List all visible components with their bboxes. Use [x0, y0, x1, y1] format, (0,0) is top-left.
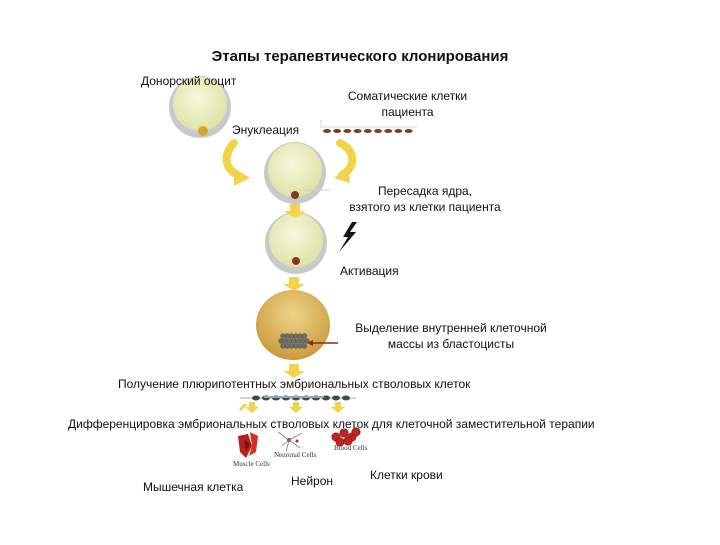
- enucleation-label: Энуклеация: [232, 123, 300, 137]
- stem-cell-dot: [252, 395, 260, 401]
- icm-isolation-label-line2: массы из бластоцисты: [387, 337, 515, 351]
- inner-cell-mass: [278, 333, 310, 349]
- icm-cell: [301, 343, 308, 349]
- stem-cells-row: [240, 395, 356, 401]
- icm-cell: [284, 333, 290, 339]
- differentiation-label: Дифференцировка эмбриональных стволовых …: [68, 417, 595, 431]
- somatic-cell-dot: [404, 129, 413, 133]
- donor-oocyte: [169, 76, 231, 138]
- blood-cell: [339, 428, 349, 438]
- diff-arrow-stem: [335, 402, 341, 407]
- curved-arrow-left: [222, 139, 250, 186]
- blood-cells-label: Клетки крови: [370, 468, 443, 482]
- somatic-cell-dot: [374, 129, 382, 133]
- icm-cell: [287, 338, 293, 344]
- blood-cells-image: [331, 427, 361, 447]
- nuclear-transfer-label-line2: взятого из клетки пациента: [349, 200, 501, 214]
- diff-arrow-side: [238, 402, 248, 412]
- icm-cell: [278, 338, 284, 344]
- diff-arrow-stem: [249, 402, 255, 407]
- somatic-cell-dot: [363, 129, 372, 133]
- icm-cell: [291, 338, 297, 344]
- icm-cell: [293, 333, 299, 339]
- icm-cell: [289, 333, 295, 339]
- icm-cell: [297, 343, 303, 349]
- somatic-cell-dot: [323, 129, 331, 133]
- donor-oocyte-label: Донорский ооцит: [141, 74, 237, 88]
- diff-arrow-head: [331, 407, 345, 413]
- blood-cells-caption: Blood Cells: [334, 444, 368, 452]
- enucleated-oocyte: [264, 142, 326, 204]
- differentiation-arrows: [238, 402, 345, 413]
- muscle-cells-image: [238, 432, 258, 458]
- somatic-cells: [300, 120, 417, 191]
- icm-cell: [284, 343, 290, 349]
- muscle-cell-label: Мышечная клетка: [143, 480, 244, 494]
- down-arrow-2: [283, 277, 305, 291]
- icm-isolation-label-line1: Выделение внутренней клеточной: [355, 321, 547, 335]
- icm-cell: [280, 333, 286, 339]
- neuronal-cells-caption: Neuronal Cells: [274, 451, 317, 459]
- pluripotent-cells-label: Получение плюрипотентных эмбриональных с…: [118, 377, 471, 391]
- icm-cell: [293, 343, 299, 349]
- stem-cell-dot: [332, 395, 340, 401]
- diff-arrow-head: [289, 407, 303, 413]
- icm-cell: [297, 333, 303, 339]
- stem-cell-dot: [342, 395, 350, 401]
- activated-egg: [265, 212, 327, 274]
- down-arrow-1: [284, 204, 306, 218]
- page-title: Этапы терапевтического клонирования: [211, 48, 509, 65]
- neuron-label: Нейрон: [291, 474, 334, 488]
- icm-cell: [289, 343, 295, 349]
- diff-arrow-stem: [293, 402, 299, 407]
- somatic-cells-label-line1: Соматические клетки: [347, 89, 468, 103]
- activation-label: Активация: [340, 264, 399, 278]
- somatic-cell-dot: [333, 129, 342, 133]
- blood-cell: [351, 427, 361, 437]
- icm-cell: [301, 333, 308, 339]
- lightning-icon: [339, 222, 357, 252]
- neuronal-cells-image: [277, 431, 303, 453]
- icm-cell: [299, 338, 306, 344]
- icm-cell: [304, 338, 310, 344]
- curved-arrow-right: [334, 139, 357, 183]
- down-arrow-3: [283, 364, 305, 378]
- somatic-cell-dot: [384, 129, 393, 133]
- muscle-cells-caption: Muscle Cells: [233, 460, 270, 468]
- blastocyst: [256, 290, 338, 360]
- icm-cell: [280, 343, 286, 349]
- icm-cell: [295, 338, 301, 344]
- somatic-cells-label-line2: пациента: [381, 105, 434, 119]
- somatic-cell-dot: [353, 129, 362, 133]
- somatic-cell-dot: [394, 129, 403, 133]
- blood-cell: [343, 436, 353, 446]
- nuclear-transfer-label-line1: Пересадка ядра,: [377, 184, 473, 198]
- somatic-cell-dot: [343, 129, 352, 133]
- icm-cell: [282, 338, 288, 344]
- diff-arrow-head: [245, 407, 259, 413]
